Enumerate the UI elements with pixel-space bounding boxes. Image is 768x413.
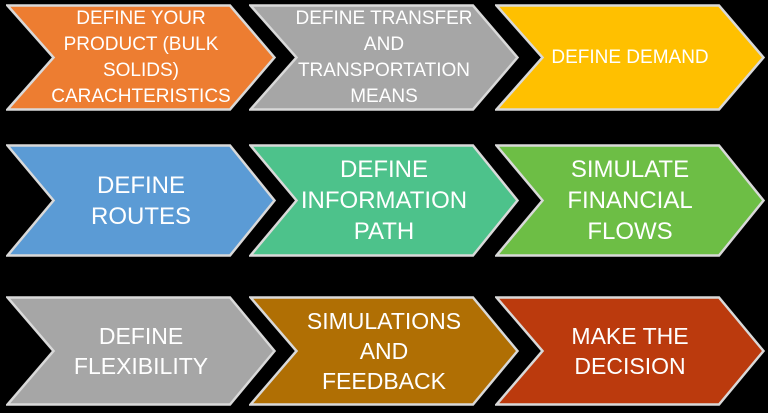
chevron-arrow-icon <box>6 296 276 406</box>
chevron-step-label: DEFINE FLEXIBILITY <box>73 323 209 379</box>
chevron-step-label: DEFINE ROUTES <box>90 171 191 230</box>
chevron-arrow-icon <box>249 144 519 257</box>
chevron-arrow-icon <box>495 296 765 406</box>
chevron-step-define-flexibility: DEFINE FLEXIBILITY <box>6 296 276 406</box>
chevron-step-label: DEFINE TRANSFER AND TRANSPORTATION MEANS <box>295 7 473 107</box>
chevron-arrow-icon <box>495 4 765 111</box>
chevron-arrow-icon <box>495 144 765 257</box>
chevron-step-label: DEFINE DEMAND <box>551 46 709 68</box>
chevron-step-simulations-feedback: SIMULATIONS AND FEEDBACK <box>249 296 519 406</box>
chevron-step-make-decision: MAKE THE DECISION <box>495 296 765 406</box>
chevron-arrow-icon <box>6 4 276 111</box>
chevron-step-define-product: DEFINE YOUR PRODUCT (BULK SOLIDS) CARACH… <box>6 4 276 111</box>
chevron-step-simulate-financial-flows: SIMULATE FINANCIAL FLOWS <box>495 144 765 257</box>
chevron-step-define-transfer: DEFINE TRANSFER AND TRANSPORTATION MEANS <box>249 4 519 111</box>
chevron-step-label: MAKE THE DECISION <box>571 323 689 379</box>
chevron-arrow-icon <box>249 4 519 111</box>
chevron-step-define-information-path: DEFINE INFORMATION PATH <box>249 144 519 257</box>
chevron-step-label: SIMULATIONS AND FEEDBACK <box>306 308 462 394</box>
chevron-step-define-demand: DEFINE DEMAND <box>495 4 765 111</box>
chevron-step-label: SIMULATE FINANCIAL FLOWS <box>567 156 693 245</box>
chevron-step-label: DEFINE INFORMATION PATH <box>300 156 468 245</box>
chevron-arrow-icon <box>249 296 519 406</box>
chevron-step-define-routes: DEFINE ROUTES <box>6 144 276 257</box>
chevron-step-label: DEFINE YOUR PRODUCT (BULK SOLIDS) CARACH… <box>51 7 231 107</box>
chevron-arrow-icon <box>6 144 276 257</box>
